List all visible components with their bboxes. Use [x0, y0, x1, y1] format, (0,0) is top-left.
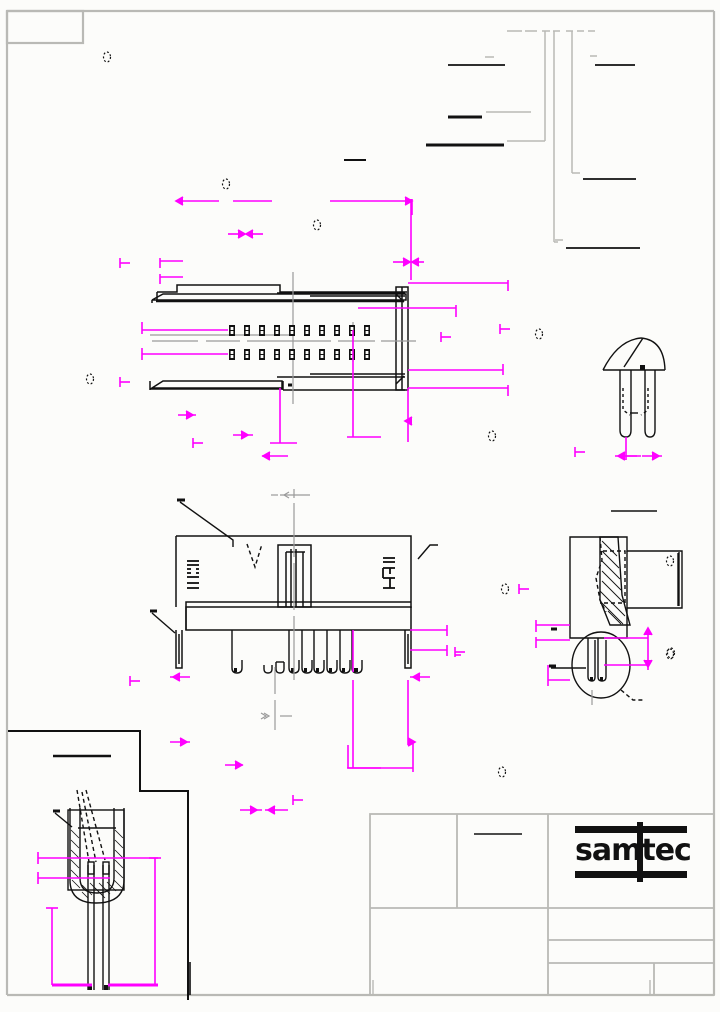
side-view-pins [231, 630, 363, 674]
side-view-pin-tips [234, 668, 358, 672]
title-block-grid [369, 813, 715, 996]
revision-box [5, 9, 85, 45]
side-view-leaders [150, 498, 438, 634]
top-view-contact-pins [229, 325, 370, 360]
logo-bottom-bar [575, 871, 687, 878]
sheet-zone-dividers [189, 980, 651, 995]
corner-detail-view-geometry [549, 536, 683, 701]
dimension-lines [37, 196, 662, 987]
samtec-wordmark: samtec [575, 833, 692, 868]
logo-cross-stroke [637, 822, 643, 882]
top-view-contact-pin-inner [230, 327, 369, 358]
side-view-centerlines [260, 489, 310, 730]
notes-underlines [344, 64, 640, 249]
samtec-logo: samtec [575, 822, 692, 882]
top-view-geometry [149, 284, 409, 391]
pin-detail-view-frame [8, 730, 189, 1000]
missing-text-glyphs [85, 51, 676, 778]
notes-leader-lines [485, 30, 597, 243]
pin-detail-view-geometry [53, 789, 125, 990]
contact-detail-view-geometry [602, 337, 666, 438]
side-view-geometry [175, 535, 412, 669]
logo-top-bar [575, 826, 687, 833]
